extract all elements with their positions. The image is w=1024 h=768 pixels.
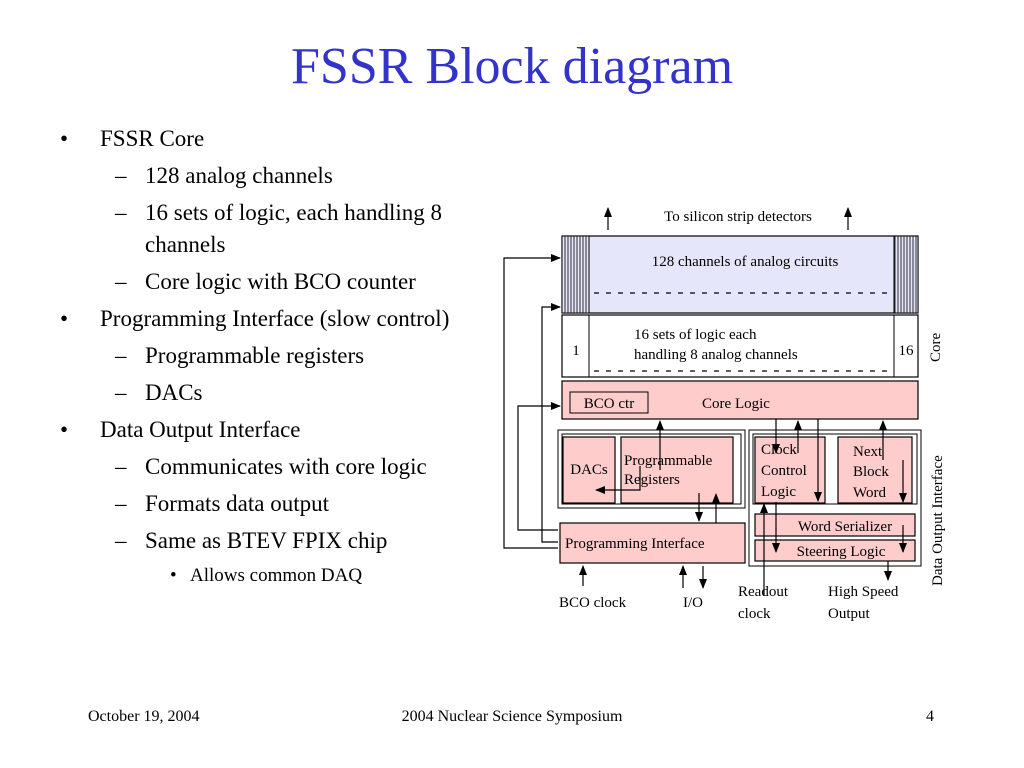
bullet-text: Communicates with core logic — [145, 454, 427, 479]
logic-sets-label-1: 16 sets of logic each — [634, 327, 757, 343]
bullet-text: Same as BTEV FPIX chip — [145, 528, 388, 553]
steering-logic-label: Steering Logic — [797, 544, 886, 560]
feedback-arrow-core — [517, 402, 561, 531]
bullet-level-3: • Allows common DAQ — [60, 563, 480, 589]
footer-page-number: 4 — [926, 708, 934, 725]
bullet-level-1: • FSSR Core — [60, 123, 480, 155]
bullet-text: FSSR Core — [100, 126, 205, 151]
slow-control-group-inner — [561, 433, 742, 505]
feedback-arrow-analog — [503, 254, 561, 549]
high-speed-label-2: Output — [828, 606, 871, 622]
analog-block — [561, 235, 919, 314]
bullet-level-2: –DACs — [60, 377, 480, 409]
bullet-marker: – — [115, 454, 127, 479]
bullet-text: 128 analog channels — [145, 163, 333, 188]
to-silicon-label: To silicon strip detectors — [664, 209, 812, 225]
bullet-level-2: –16 sets of logic, each handling 8 chann… — [60, 197, 480, 261]
bullet-marker: • — [60, 417, 69, 442]
bullet-level-1: • Data Output Interface — [60, 414, 480, 446]
footer-event: 2004 Nuclear Science Symposium — [401, 708, 623, 725]
logic-channel-first: 1 — [572, 343, 580, 359]
analog-stripes-right — [893, 235, 919, 314]
analog-label: 128 channels of analog circuits — [652, 254, 839, 270]
bullet-text: DACs — [145, 380, 203, 405]
bullet-level-2: –Programmable registers — [60, 340, 480, 372]
bullet-level-2: –128 analog channels — [60, 160, 480, 192]
logic-channel-last: 16 — [899, 343, 915, 359]
bullet-text: Data Output Interface — [100, 417, 301, 442]
clock-control-label-3: Logic — [761, 484, 796, 500]
bullet-level-2: –Formats data output — [60, 488, 480, 520]
doi-side-label: Data Output Interface — [930, 455, 946, 586]
next-block-word-label-1: Next — [853, 444, 883, 460]
io-label: I/O — [683, 595, 703, 611]
logic-sets-label-2: handling 8 analog channels — [634, 347, 798, 363]
word-serializer-block — [754, 513, 916, 537]
slow-control-group — [557, 429, 746, 509]
bco-clock-label: BCO clock — [559, 595, 627, 611]
dacs-label: DACs — [570, 462, 608, 478]
prog-registers-block — [620, 436, 734, 504]
steering-logic-block — [754, 539, 916, 562]
bullet-level-1: • Programming Interface (slow control) — [60, 303, 480, 335]
core-side-label: Core — [928, 333, 944, 363]
bullet-list: •FSSR Core–128 analog channels–16 sets o… — [60, 118, 480, 589]
slide-title: FSSR Block diagram — [290, 38, 734, 95]
logic-sets-block — [561, 314, 919, 378]
next-block-word-label-2: Block — [853, 464, 889, 480]
doi-group-inner — [752, 433, 918, 505]
dacs-block — [562, 436, 616, 504]
prog-interface-block — [559, 522, 746, 564]
prog-registers-label-2: Registers — [624, 472, 680, 488]
bullet-text: Formats data output — [145, 491, 329, 516]
feedback-arrow-logic — [541, 303, 561, 543]
bullet-level-2: –Same as BTEV FPIX chip — [60, 525, 480, 557]
clock-control-label-1: Clock — [761, 442, 797, 458]
bullet-marker: – — [115, 528, 127, 553]
footer-date: October 19, 2004 — [88, 708, 200, 725]
clock-control-label-2: Control — [761, 463, 807, 479]
bullet-marker: – — [115, 491, 127, 516]
bullet-marker: – — [115, 200, 127, 225]
bullet-text: Core logic with BCO counter — [145, 269, 416, 294]
readout-clock-label-2: clock — [738, 606, 771, 622]
arrow-regs-to-dacs — [595, 466, 641, 494]
bco-ctr-block — [569, 391, 649, 414]
bullet-text: 16 sets of logic, each handling 8 channe… — [145, 200, 443, 257]
readout-clock-label-1: Readout — [738, 584, 789, 600]
doi-group — [748, 429, 922, 567]
bullet-marker: • — [60, 126, 69, 151]
bullet-marker: • — [60, 306, 69, 331]
bullet-level-2: –Core logic with BCO counter — [60, 266, 480, 298]
clock-control-block — [754, 436, 826, 504]
core-logic-label: Core Logic — [702, 396, 770, 412]
bullet-text: Programmable registers — [145, 343, 365, 368]
bco-ctr-label: BCO ctr — [584, 396, 634, 412]
bullet-marker: – — [115, 269, 127, 294]
prog-registers-label-1: Programmable — [624, 453, 713, 469]
bullet-text: Allows common DAQ — [190, 565, 363, 586]
bullet-text: Programming Interface (slow control) — [100, 306, 450, 331]
analog-stripes-left — [561, 235, 590, 314]
bullet-marker: – — [115, 343, 127, 368]
bullet-level-2: –Communicates with core logic — [60, 451, 480, 483]
word-serializer-label: Word Serializer — [798, 519, 892, 535]
next-block-word-block — [837, 436, 913, 504]
prog-interface-label: Programming Interface — [565, 536, 705, 552]
next-block-word-label-3: Word — [853, 485, 886, 501]
bullet-marker: – — [115, 380, 127, 405]
high-speed-label-1: High Speed — [828, 584, 899, 600]
bullet-marker: • — [170, 565, 177, 586]
bullet-marker: – — [115, 163, 127, 188]
